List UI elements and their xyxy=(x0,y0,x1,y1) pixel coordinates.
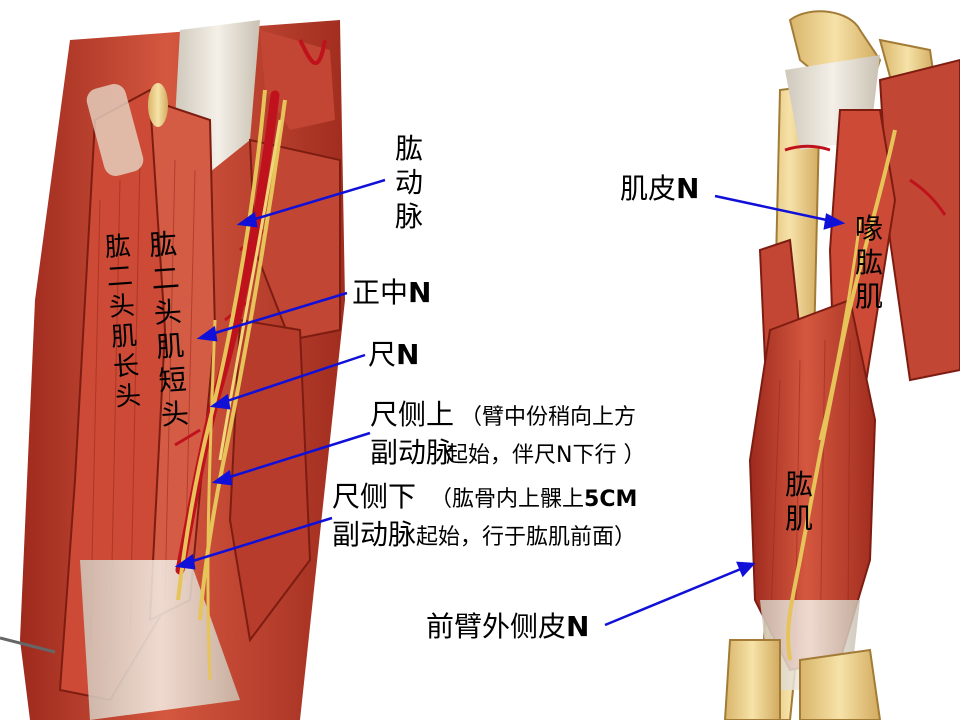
right-arm-illustration xyxy=(723,10,960,720)
arrow-musculocutaneous-nerve xyxy=(714,194,846,230)
arrow-sup-ulnar-collateral xyxy=(211,431,371,486)
musculocutaneous-suffix: N xyxy=(676,172,700,205)
sup-ulnar-name-part2: 副动脉 xyxy=(370,436,455,469)
sup-ulnar-name-part1: 尺侧上 xyxy=(370,398,455,431)
label-sup-ulnar-collateral-line1: 尺侧上（臂中份稍向上方 xyxy=(370,398,636,433)
inf-ulnar-note1: （肱骨内上髁上 xyxy=(430,487,585,512)
pointer-arrows xyxy=(174,178,846,627)
sup-ulnar-note1: （臂中份稍向上方 xyxy=(460,405,637,430)
left-arm-illustration xyxy=(0,20,345,720)
inf-ulnar-name-part1: 尺侧下 xyxy=(332,480,417,513)
label-median-nerve-suffix: N xyxy=(408,276,432,309)
arrow-lateral-antebrachial-cutaneous xyxy=(604,561,756,627)
lateral-antebrachial-suffix: N xyxy=(566,610,590,643)
inf-ulnar-note2: 起始，行于肱肌前面） xyxy=(416,525,637,550)
label-brachial-artery: 肱动脉 xyxy=(394,132,423,233)
inf-ulnar-name-part2: 副动脉 xyxy=(332,518,417,551)
label-ulnar-nerve-text: 尺 xyxy=(368,338,397,371)
label-musculocutaneous-nerve: 肌皮N xyxy=(620,172,699,206)
sup-ulnar-note2: 起始，伴尺N下行 ） xyxy=(446,443,646,468)
label-coracobrachialis: 喙肱肌 xyxy=(854,212,883,313)
label-ulnar-nerve: 尺N xyxy=(368,338,419,372)
arrow-brachial-artery xyxy=(236,178,386,228)
arrow-inf-ulnar-collateral xyxy=(174,516,333,570)
arrow-ulnar-nerve xyxy=(209,353,366,410)
label-ulnar-nerve-suffix: N xyxy=(396,338,420,371)
label-inf-ulnar-collateral-line2: 副动脉起始，行于肱肌前面） xyxy=(332,518,636,553)
lateral-antebrachial-text: 前臂外侧皮 xyxy=(426,610,567,643)
label-lateral-antebrachial-cutaneous-nerve: 前臂外侧皮N xyxy=(426,610,589,644)
musculocutaneous-text: 肌皮 xyxy=(620,172,677,205)
label-inf-ulnar-collateral-line1: 尺侧下 （肱骨内上髁上5CM xyxy=(332,480,637,515)
label-median-nerve-text: 正中 xyxy=(352,276,409,309)
arrow-median-nerve xyxy=(196,291,348,342)
inf-ulnar-note1-bold: 5CM xyxy=(584,487,638,512)
label-sup-ulnar-collateral-line2: 副动脉起始，伴尺N下行 ） xyxy=(370,436,645,471)
label-median-nerve: 正中N xyxy=(352,276,431,310)
label-brachialis: 肱肌 xyxy=(784,468,813,535)
